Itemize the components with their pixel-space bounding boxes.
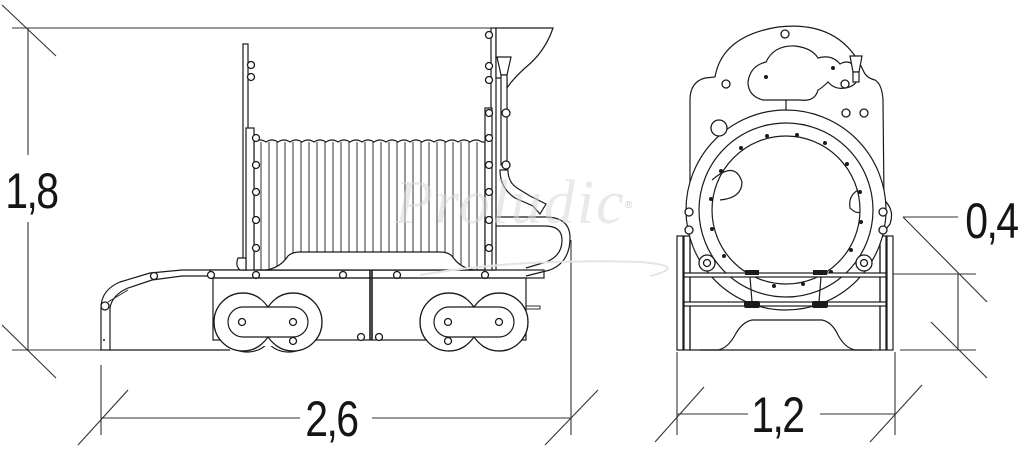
width-dimension-line [654,352,923,443]
front-view [676,25,894,351]
length-dimension-label: 2,6 [302,394,361,444]
rear-pillar [236,43,261,271]
front-bumper-rail [496,216,571,277]
buffer-bars [683,270,887,308]
front-pillar [484,27,497,271]
rear-wheel-set [213,292,323,353]
corrugated-cab [253,139,486,271]
watermark-registered-mark: ® [625,200,633,211]
boiler-face [685,109,887,311]
watermark-swirl [419,260,669,277]
length-dimension-line [77,240,599,446]
front-wheel-set [419,292,529,352]
side-view [100,27,571,353]
width-dimension-label: 1,2 [748,390,807,440]
platform-height-dimension-label: 0,4 [962,196,1021,246]
watermark-logo: Proludic [395,169,626,237]
platform-height-dimension-line [893,216,988,379]
deck-bolts [206,270,490,280]
front-lower-arch [700,319,872,351]
chimney [496,56,547,216]
height-dimension-label: 1,8 [2,166,61,216]
height-dimension-line [1,4,552,379]
rear-handrail [100,269,240,350]
front-bolts [684,29,888,272]
